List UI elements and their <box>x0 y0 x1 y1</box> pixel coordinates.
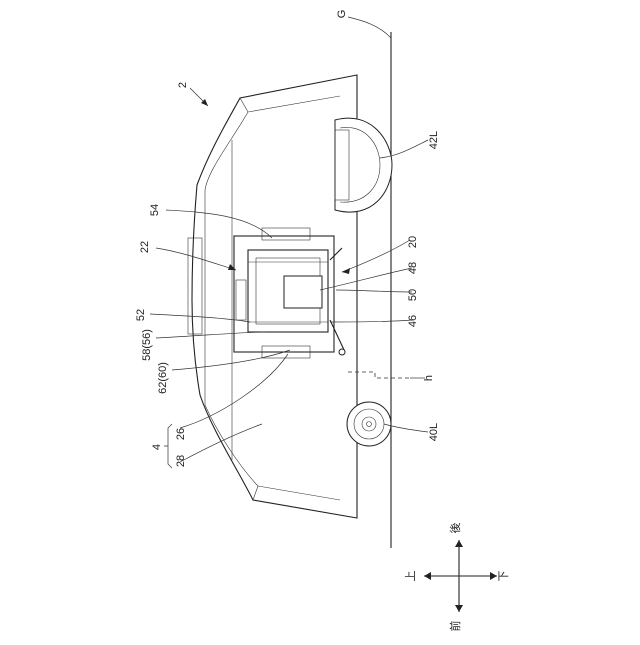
label-part-46: 46 <box>407 315 419 327</box>
label-unit-20: 20 <box>407 236 419 248</box>
label-part-50: 50 <box>407 289 419 301</box>
direction-down-label: 下 <box>497 571 510 582</box>
label-part-26: 26 <box>175 428 187 440</box>
ground-leader <box>348 17 391 38</box>
label-ground: G <box>336 10 348 19</box>
label-part-52: 52 <box>135 309 147 321</box>
upper-bracket <box>262 228 310 240</box>
label-part-58: 58(56) <box>141 329 153 361</box>
arrow-front <box>455 605 463 612</box>
label-part-48: 48 <box>407 262 419 274</box>
unit-link-46 <box>330 320 345 352</box>
pivot-joint <box>339 349 345 355</box>
label-rear-wheel: 42L <box>428 131 440 149</box>
vehicle-body-inner <box>205 112 258 486</box>
left-flange <box>236 280 246 320</box>
leader-58 <box>156 332 268 338</box>
direction-up-label: 上 <box>404 571 417 582</box>
label-part-28: 28 <box>175 455 187 467</box>
vehicle-body-outline <box>192 75 357 518</box>
leader-20 <box>342 240 410 272</box>
leader-62 <box>172 350 290 370</box>
direction-rear-label: 後 <box>448 523 462 534</box>
leader-50 <box>336 290 412 292</box>
arrow-rear <box>455 540 463 547</box>
label-unit-22: 22 <box>139 241 151 253</box>
side-panel <box>188 238 202 334</box>
leader-46 <box>330 320 412 322</box>
leader-54 <box>166 210 272 238</box>
leader-28 <box>180 424 262 462</box>
battery-block-48 <box>284 276 322 308</box>
arrow-down <box>490 572 497 580</box>
leader-52 <box>150 314 250 322</box>
label-front-wheel: 40L <box>428 423 440 441</box>
label-vehicle: 2 <box>177 82 189 88</box>
label-part-4: 4 <box>151 444 163 450</box>
arrow-up <box>424 572 431 580</box>
brace-4 <box>164 424 172 468</box>
direction-front-label: 前 <box>448 621 462 632</box>
leader-20-arrow <box>342 268 350 274</box>
label-part-62: 62(60) <box>157 362 169 394</box>
unit-link-50 <box>330 248 342 260</box>
leader-22 <box>156 248 236 270</box>
label-part-54: 54 <box>149 204 161 216</box>
label-height-h: h <box>423 375 435 381</box>
